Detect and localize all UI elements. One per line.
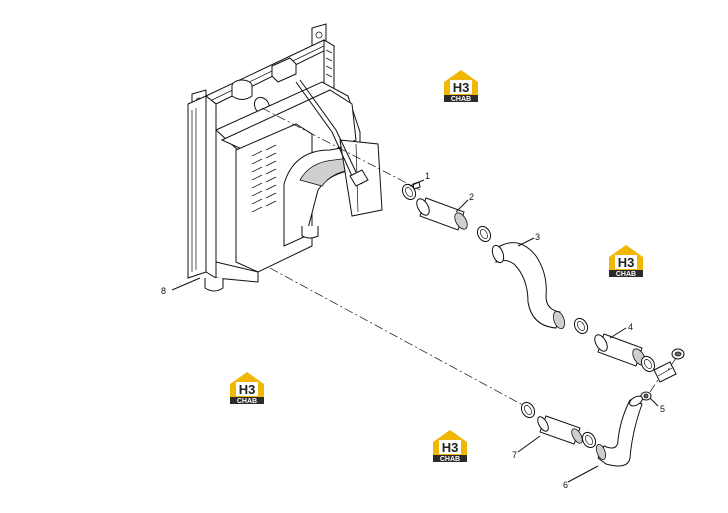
logo-word-text: CHAB [616, 271, 636, 278]
watermark-logo-2: H3 CHAB [609, 245, 643, 278]
clamp-part-3a [573, 317, 589, 335]
hose-part-4 [594, 333, 646, 367]
assembly-centerlines [261, 107, 533, 411]
logo-mark-text: H3 [618, 255, 635, 270]
logo-word-text: CHAB [237, 398, 257, 405]
clamp-part-7a [520, 401, 536, 419]
callout-1: 1 [425, 171, 430, 181]
clamp-part-4a [640, 355, 656, 373]
callout-5: 5 [660, 404, 665, 414]
radiator-assembly [187, 23, 383, 292]
logo-mark-text: H3 [442, 440, 459, 455]
watermark-logo-3: H3 CHAB [230, 372, 264, 405]
connector-part-5 [640, 348, 685, 401]
leader-lines [171, 179, 659, 483]
callout-7: 7 [512, 450, 517, 460]
callout-8: 8 [161, 286, 166, 296]
logo-word-text: CHAB [451, 96, 471, 103]
callout-2: 2 [469, 192, 474, 202]
logo-mark-text: H3 [453, 80, 470, 95]
watermark-logo-1: H3 CHAB [444, 70, 478, 103]
watermark-logo-4: H3 CHAB [433, 430, 467, 463]
clamp-part-7b [581, 431, 597, 449]
callout-labels: 1 2 3 4 5 6 7 8 [161, 171, 665, 490]
hose-part-2 [416, 197, 468, 231]
clamp-part-2a [476, 225, 492, 243]
clamp-part-1 [401, 181, 421, 201]
logo-word-text: CHAB [440, 456, 460, 463]
hose-part-7 [537, 415, 583, 445]
callout-6: 6 [563, 480, 568, 490]
callout-3: 3 [535, 232, 540, 242]
callout-4: 4 [628, 322, 633, 332]
logo-mark-text: H3 [239, 382, 256, 397]
bent-pipe-part-6 [595, 395, 643, 467]
formed-hose-part-3 [491, 242, 566, 330]
